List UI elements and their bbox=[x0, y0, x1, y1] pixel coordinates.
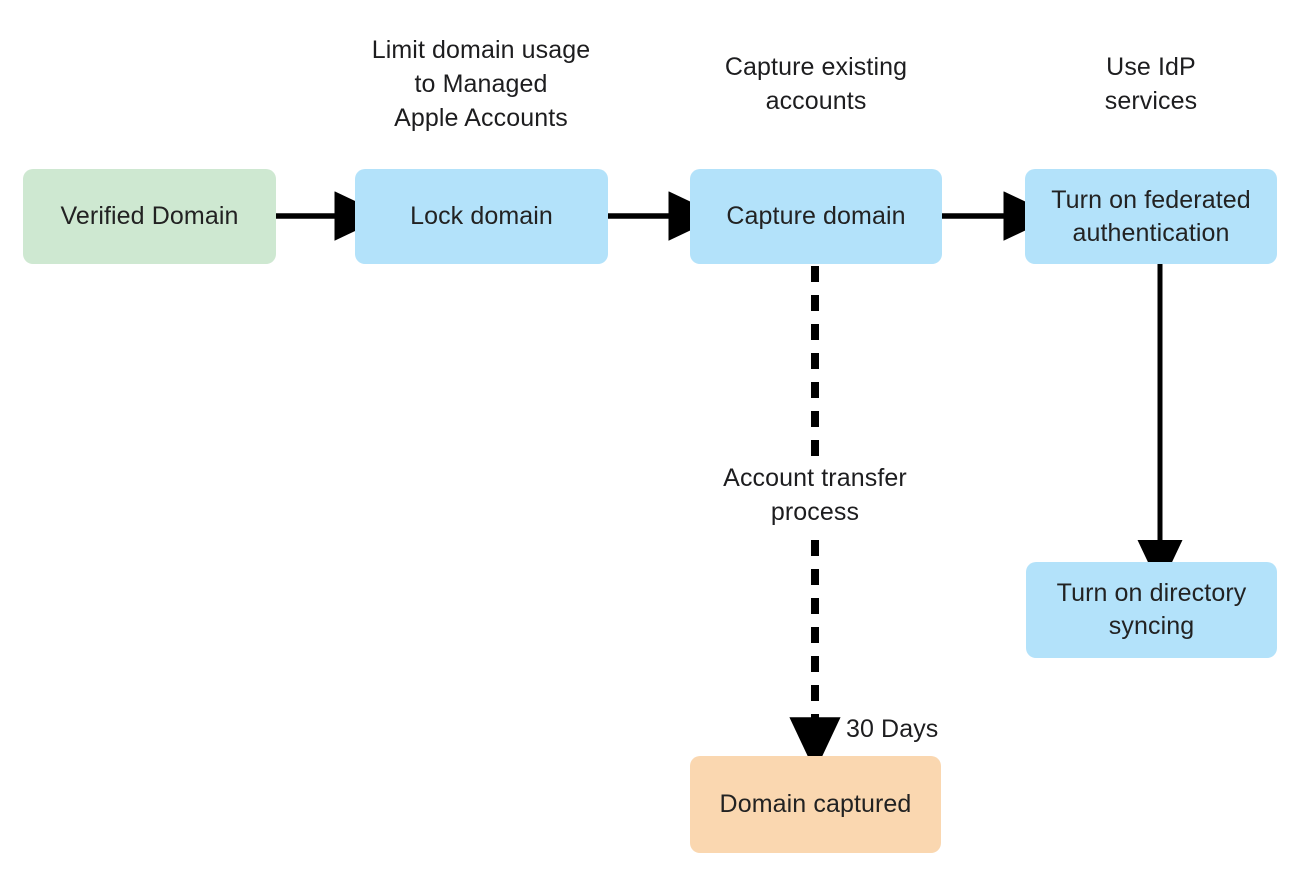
node-label-directory-syncing: Turn on directory syncing bbox=[1056, 579, 1247, 640]
node-lock-domain[interactable]: Lock domain bbox=[355, 169, 608, 264]
node-label-verified-domain: Verified Domain bbox=[60, 202, 239, 230]
node-label-capture-domain: Capture domain bbox=[726, 202, 906, 230]
node-capture-domain[interactable]: Capture domain bbox=[690, 169, 942, 264]
node-label-lock-domain: Lock domain bbox=[410, 202, 553, 230]
node-label-domain-captured: Domain captured bbox=[719, 790, 912, 818]
node-domain-captured[interactable]: Domain captured bbox=[690, 756, 941, 853]
caption-capture-domain: Capture existing accounts bbox=[724, 53, 908, 115]
node-federated-authentication[interactable]: Turn on federated authentication bbox=[1025, 169, 1277, 264]
node-directory-syncing[interactable]: Turn on directory syncing bbox=[1026, 562, 1277, 658]
caption-lock-domain: Limit domain usage to Managed Apple Acco… bbox=[371, 36, 591, 132]
edge-label-30-days: 30 Days bbox=[846, 715, 939, 743]
node-label-federated-authentication: Turn on federated authentication bbox=[1051, 185, 1251, 247]
edge-label-account-transfer: Account transfer process bbox=[723, 464, 907, 526]
caption-federated-auth: Use IdP services bbox=[1104, 53, 1198, 115]
node-verified-domain[interactable]: Verified Domain bbox=[23, 169, 276, 264]
